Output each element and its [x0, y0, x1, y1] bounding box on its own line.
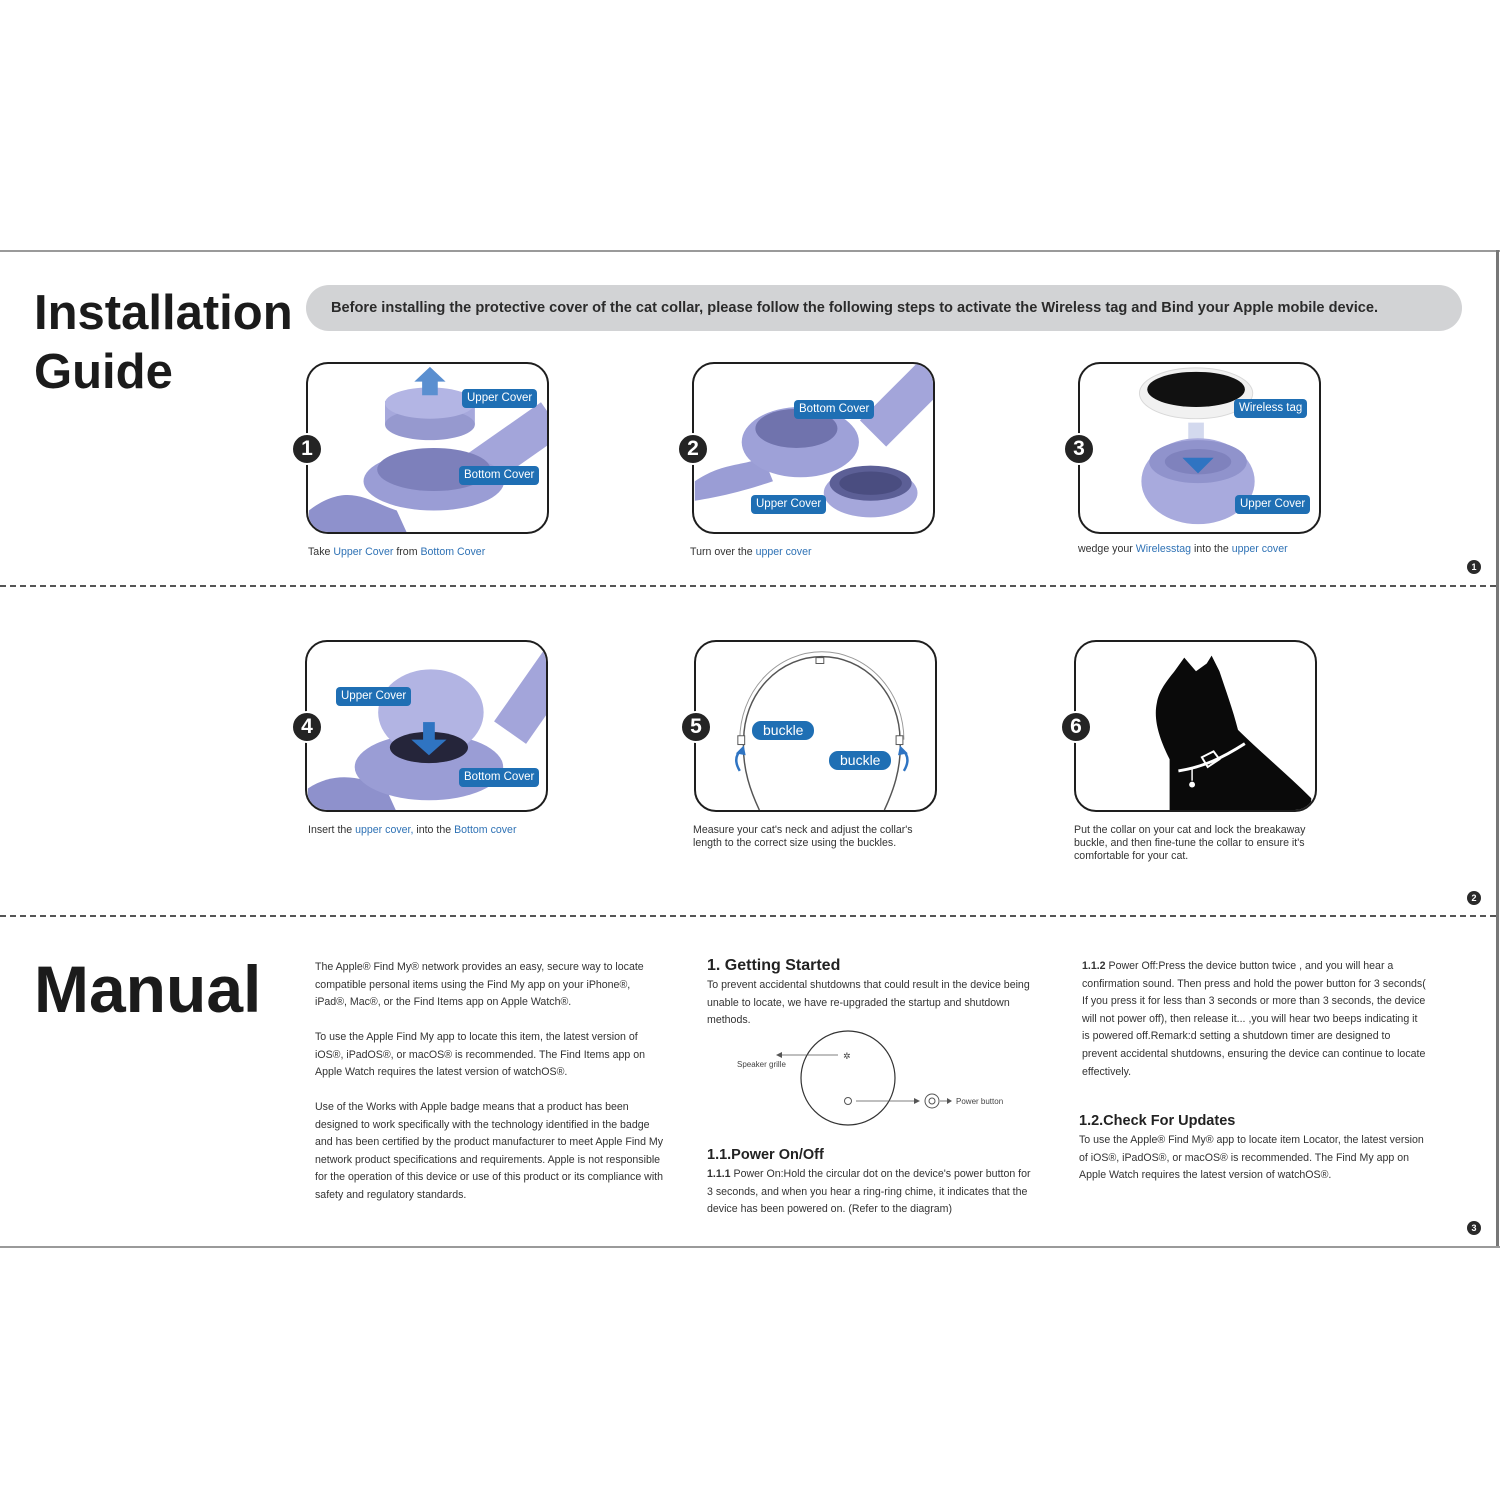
step-2-image [692, 362, 935, 534]
step-1-badge: 1 [291, 433, 323, 465]
speaker-grille-label: Speaker grille [737, 1060, 786, 1069]
step-2-badge: 2 [677, 433, 709, 465]
updates-text: To use the Apple® Find My® app to locate… [1079, 1134, 1424, 1182]
power-on-text: 1.1.1 Power On:Hold the circular dot on … [707, 1168, 1031, 1216]
manual-intro-2: To use the Apple Find My app to locate t… [315, 1031, 645, 1079]
step-1-image [306, 362, 549, 534]
section-divider-1 [0, 585, 1496, 587]
manual-intro-3: Use of the Works with Apple badge means … [315, 1101, 664, 1201]
step-4-bottom-cover-label: Bottom Cover [459, 768, 540, 787]
step-5-badge: 5 [680, 711, 712, 743]
step-2-bottom-cover-label: Bottom Cover [794, 400, 875, 419]
step-4-caption: Insert the upper cover, into the Bottom … [308, 824, 517, 836]
page-border-bottom [0, 1246, 1500, 1248]
page-border-top [0, 250, 1500, 252]
power-button-label: Power button [956, 1097, 1004, 1106]
page-number-1: 1 [1467, 560, 1481, 574]
step-3-upper-cover-label: Upper Cover [1235, 495, 1311, 514]
step-6-caption: Put the collar on your cat and lock the … [1074, 824, 1306, 862]
step-4-upper-cover-label: Upper Cover [336, 687, 412, 706]
step-3-badge: 3 [1063, 433, 1095, 465]
section-divider-2 [0, 915, 1496, 917]
step-1-bottom-cover-label: Bottom Cover [459, 466, 540, 485]
installation-guide-title: Installation Guide [34, 286, 293, 399]
step-2-upper-cover-label: Upper Cover [751, 495, 827, 514]
step-6-image [1074, 640, 1317, 812]
step-5-caption: Measure your cat's neck and adjust the c… [693, 824, 913, 849]
step-5-image [694, 640, 937, 812]
step-5-buckle-label-right: buckle [829, 751, 892, 770]
page-number-3: 3 [1467, 1221, 1481, 1235]
manual-intro-1: The Apple® Find My® network provides an … [315, 961, 644, 1009]
step-6-badge: 6 [1060, 711, 1092, 743]
page-border-right [1496, 250, 1499, 1248]
step-4-badge: 4 [291, 711, 323, 743]
step-2-caption: Turn over the upper cover [690, 546, 812, 558]
step-3-caption: wedge your Wirelesstag into the upper co… [1078, 543, 1288, 555]
step-5-buckle-label-left: buckle [752, 721, 815, 740]
step-1-upper-cover-label: Upper Cover [462, 389, 538, 408]
getting-started-text: To prevent accidental shutdowns that cou… [707, 979, 1030, 1027]
manual-title: Manual [34, 952, 262, 1026]
instruction-banner: Before installing the protective cover o… [306, 285, 1462, 331]
page-number-2: 2 [1467, 891, 1481, 905]
getting-started-heading: 1. Getting Started [707, 957, 841, 974]
svg-text:✲: ✲ [843, 1051, 851, 1061]
updates-heading: 1.2.Check For Updates [1079, 1113, 1236, 1129]
step-3-wireless-tag-label: Wireless tag [1234, 399, 1308, 418]
power-button-diagram: ✲ [776, 1030, 952, 1126]
power-off-text: 1.1.2 Power Off:Press the device button … [1082, 960, 1426, 1078]
power-heading: 1.1.Power On/Off [707, 1147, 824, 1163]
step-1-caption: Take Upper Cover from Bottom Cover [308, 546, 486, 558]
step-3-image [1078, 362, 1321, 534]
